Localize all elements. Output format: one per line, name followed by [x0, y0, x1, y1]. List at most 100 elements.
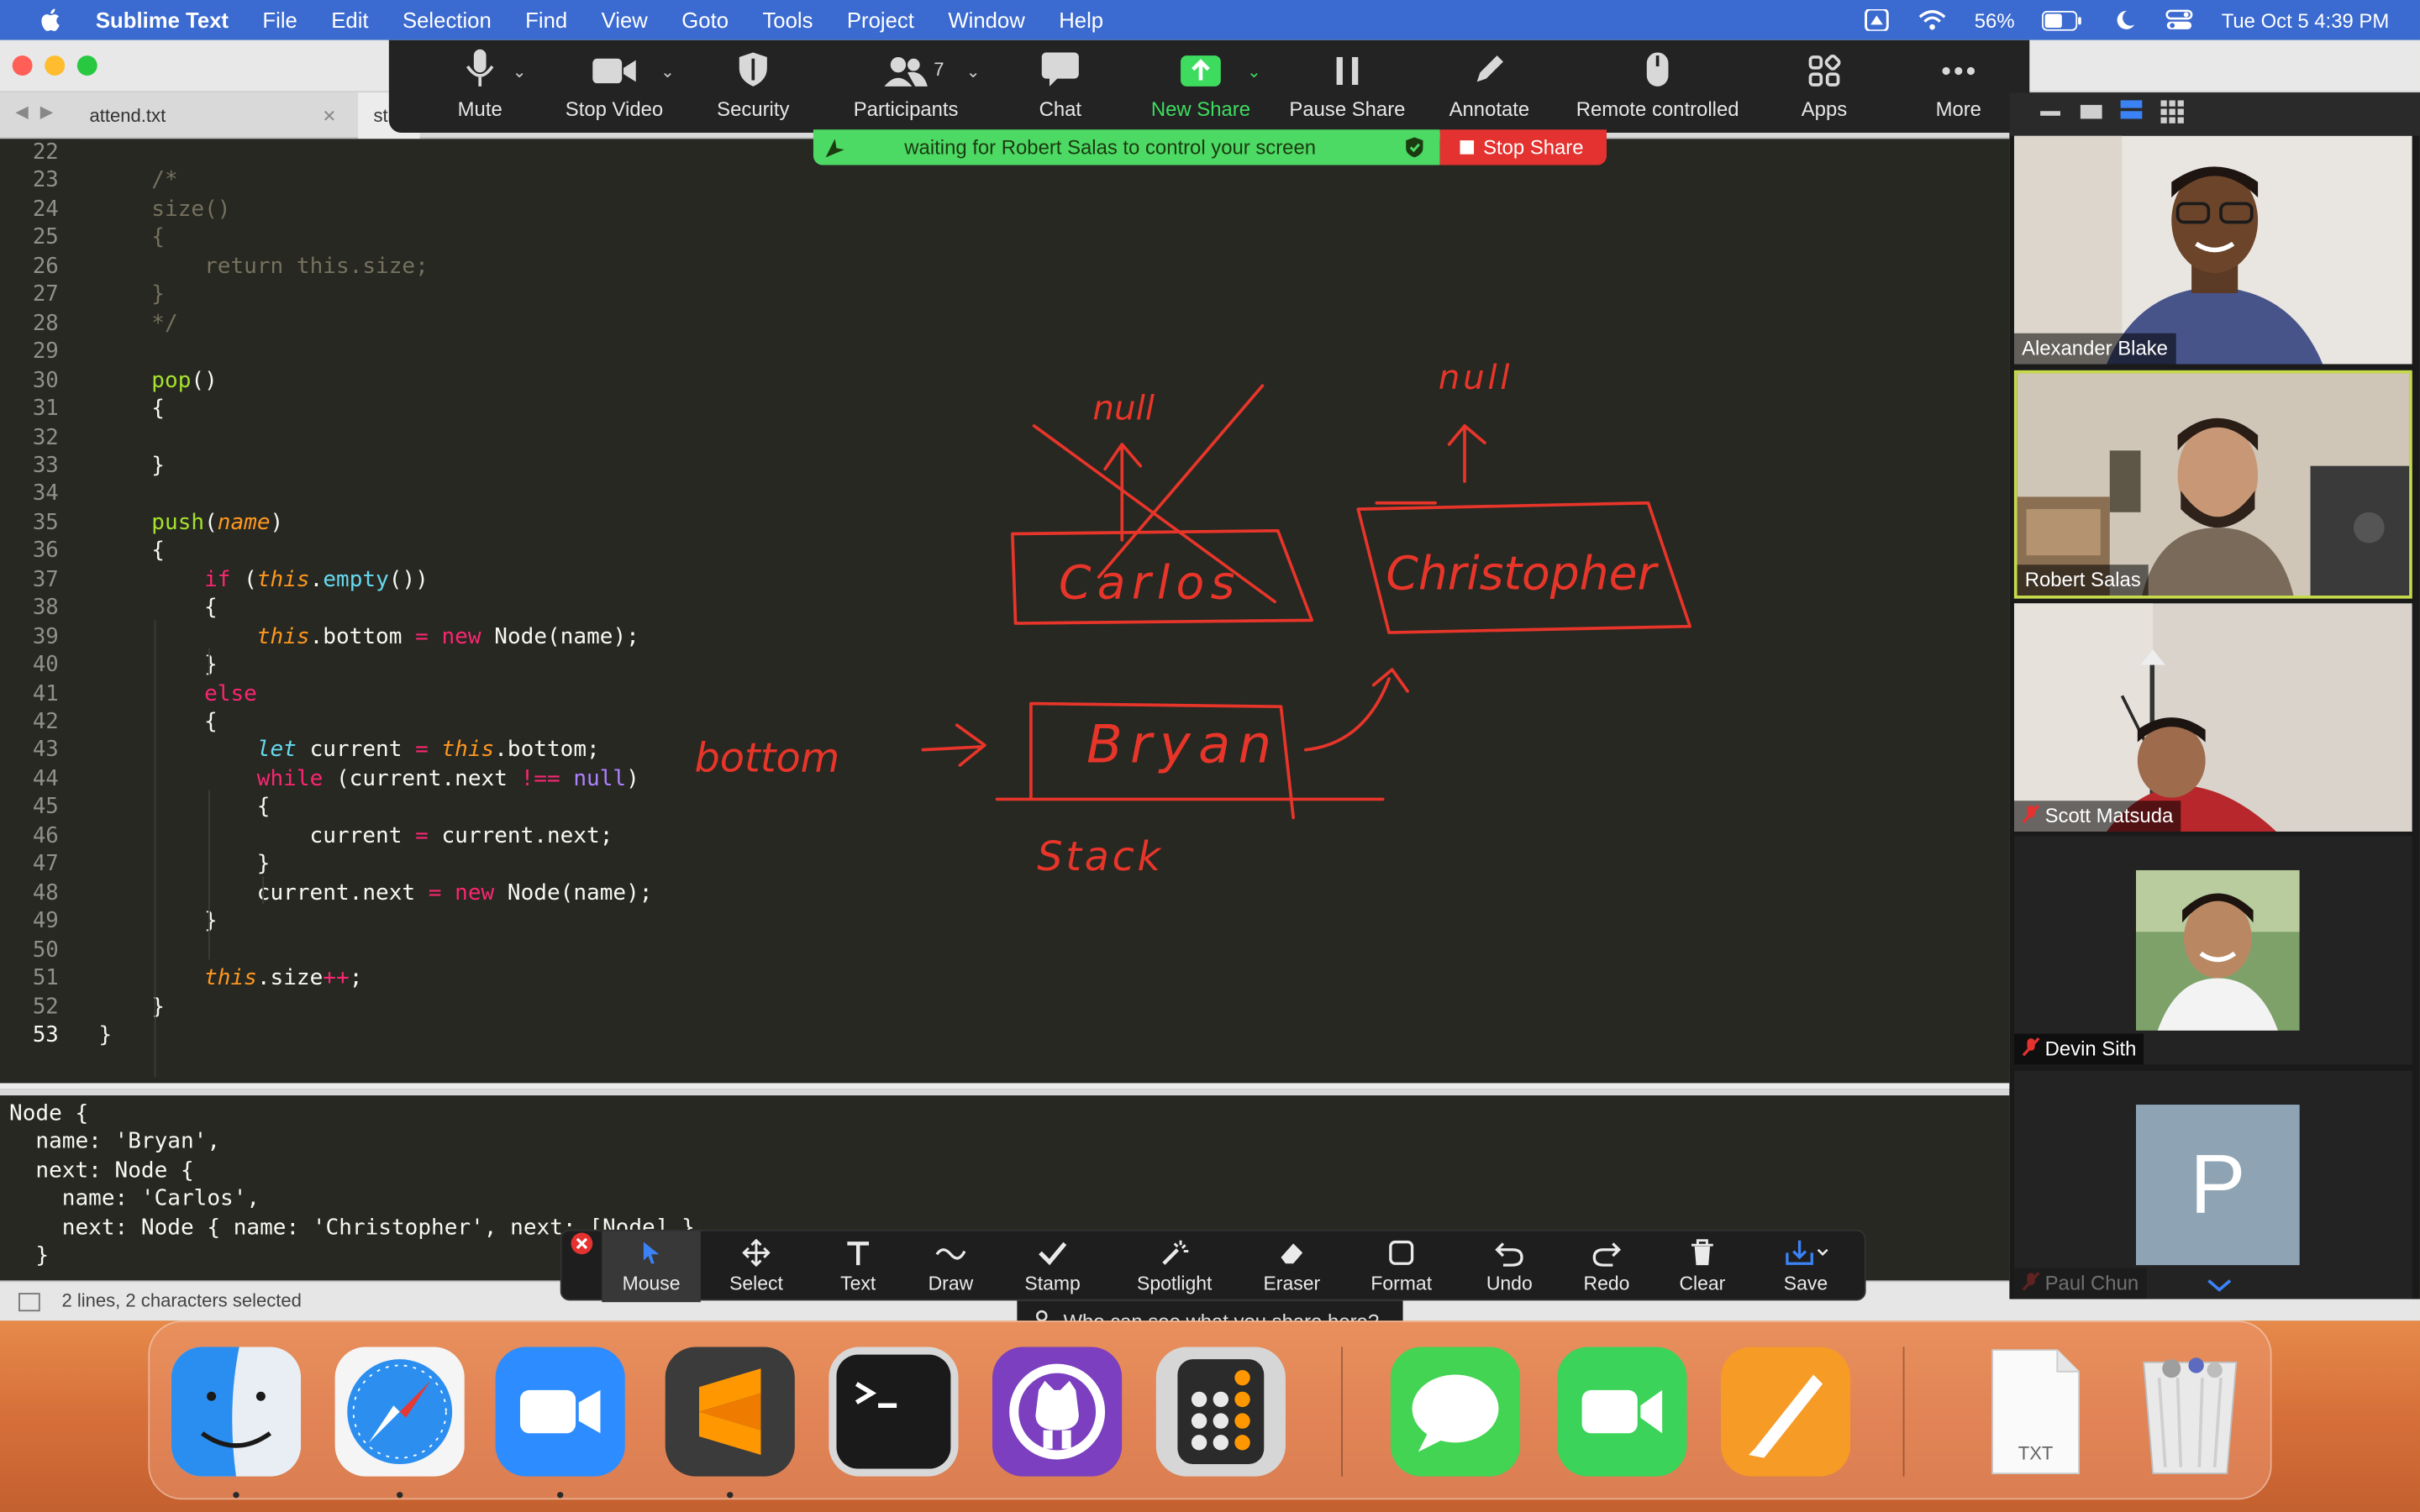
new-share-button[interactable]: New Share: [1145, 40, 1256, 133]
code-line[interactable]: {: [98, 795, 271, 820]
tool-format[interactable]: Format: [1361, 1231, 1442, 1302]
code-line[interactable]: /*: [151, 169, 178, 194]
menu-find[interactable]: Find: [525, 8, 568, 33]
mute-button[interactable]: Mute: [435, 40, 525, 133]
code-line[interactable]: {: [98, 709, 218, 735]
zoom-window-button[interactable]: [76, 55, 97, 76]
tool-mouse[interactable]: Mouse: [602, 1231, 701, 1303]
video-tile-robert-salas[interactable]: Robert Salas: [2013, 370, 2412, 599]
tab-close-icon[interactable]: ✕: [322, 107, 337, 126]
menu-tools[interactable]: Tools: [762, 8, 813, 33]
code-line[interactable]: }: [98, 909, 218, 934]
code-line[interactable]: */: [151, 311, 178, 336]
tab-scroll-right-icon[interactable]: ▶: [39, 103, 54, 123]
code-line[interactable]: size(): [151, 197, 231, 223]
code-line[interactable]: }: [98, 653, 218, 678]
pages-icon[interactable]: [1720, 1347, 1851, 1477]
gallery-view-icon[interactable]: [2160, 100, 2184, 123]
chevron-down-icon[interactable]: ⌄: [512, 63, 527, 82]
code-line[interactable]: current.next = new Node(name);: [256, 880, 653, 906]
menu-window[interactable]: Window: [948, 8, 1025, 33]
tool-undo[interactable]: Undo: [1476, 1231, 1544, 1302]
thumbnail-view-icon[interactable]: [2120, 100, 2143, 122]
minimize-video-icon[interactable]: [2040, 111, 2060, 116]
stop-video-button[interactable]: Stop Video: [555, 40, 673, 133]
battery-icon[interactable]: [2042, 9, 2083, 30]
more-button[interactable]: More: [1926, 40, 1991, 133]
remote-controlled-button[interactable]: Remote controlled: [1568, 40, 1747, 133]
terminal-icon[interactable]: [829, 1347, 959, 1477]
code-line[interactable]: {: [151, 225, 166, 251]
code-line[interactable]: }: [98, 852, 271, 877]
stop-share-button[interactable]: Stop Share: [1439, 129, 1607, 165]
menu-project[interactable]: Project: [846, 8, 914, 33]
code-line[interactable]: pop(): [151, 368, 218, 393]
menu-file[interactable]: File: [262, 8, 297, 33]
zoom-app-icon[interactable]: [495, 1347, 625, 1477]
chevron-down-icon[interactable]: [2206, 1278, 2233, 1293]
tab-attend-txt[interactable]: attend.txt ✕: [68, 92, 355, 139]
control-center-icon[interactable]: [2166, 9, 2194, 31]
close-window-button[interactable]: [12, 55, 33, 76]
tool-stamp[interactable]: Stamp: [1013, 1231, 1093, 1302]
code-line[interactable]: return this.size;: [204, 254, 429, 280]
code-line[interactable]: {: [98, 396, 166, 422]
pause-share-button[interactable]: Pause Share: [1284, 40, 1411, 133]
wifi-icon[interactable]: [1919, 9, 1947, 31]
tab-scroll-left-icon[interactable]: ◀: [15, 103, 29, 123]
safari-icon[interactable]: [334, 1347, 465, 1477]
participants-button[interactable]: Participants: [846, 40, 966, 133]
code-line[interactable]: {: [98, 596, 218, 621]
code-line[interactable]: {: [98, 538, 166, 564]
code-line[interactable]: }: [98, 453, 166, 479]
sublime-text-app-icon[interactable]: [665, 1347, 795, 1477]
messages-icon[interactable]: [1390, 1347, 1521, 1477]
code-line[interactable]: this.size++;: [204, 965, 363, 991]
chevron-down-icon[interactable]: ⌄: [660, 63, 676, 82]
zoom-status-icon[interactable]: [1864, 9, 1891, 31]
menu-view[interactable]: View: [601, 8, 648, 33]
finder-icon[interactable]: [171, 1347, 302, 1477]
video-tile-scott-matsuda[interactable]: Scott Matsuda: [2013, 603, 2412, 832]
code-line[interactable]: else: [204, 680, 257, 706]
speaker-view-icon[interactable]: [2080, 104, 2102, 119]
code-line[interactable]: this.bottom = new Node(name);: [256, 624, 639, 649]
menu-goto[interactable]: Goto: [681, 8, 729, 33]
chevron-down-icon[interactable]: ⌄: [965, 63, 981, 82]
clock[interactable]: Tue Oct 5 4:39 PM: [2221, 8, 2390, 32]
code-line[interactable]: current = current.next;: [98, 823, 613, 848]
code-line[interactable]: while (current.next !== null): [256, 766, 639, 792]
chat-button[interactable]: Chat: [1022, 40, 1099, 133]
tool-save[interactable]: Save: [1760, 1231, 1852, 1302]
code-line[interactable]: push(name): [151, 510, 284, 536]
tool-select[interactable]: Select: [713, 1231, 800, 1302]
trash-icon[interactable]: [2125, 1347, 2254, 1476]
tool-spotlight[interactable]: Spotlight: [1123, 1231, 1225, 1302]
video-tile-alexander-blake[interactable]: Alexander Blake: [2013, 135, 2412, 365]
calculator-icon[interactable]: [1155, 1347, 1286, 1477]
menu-edit[interactable]: Edit: [331, 8, 369, 33]
app-name-menu[interactable]: Sublime Text: [95, 8, 229, 33]
apple-icon[interactable]: [37, 6, 65, 34]
do-not-disturb-icon[interactable]: [2110, 9, 2138, 31]
video-tile-paul-chun[interactable]: P Paul Chun: [2013, 1070, 2412, 1299]
facetime-icon[interactable]: [1557, 1347, 1687, 1477]
annotate-button[interactable]: Annotate: [1441, 40, 1537, 133]
tool-text[interactable]: Text: [821, 1231, 895, 1302]
close-annotation-icon[interactable]: [570, 1231, 594, 1256]
panel-toggle-icon[interactable]: [18, 1293, 40, 1312]
tool-eraser[interactable]: Eraser: [1253, 1231, 1330, 1302]
security-button[interactable]: Security: [707, 40, 799, 133]
tool-clear[interactable]: Clear: [1670, 1231, 1734, 1302]
code-line[interactable]: let current = this.bottom;: [256, 738, 600, 764]
code-line[interactable]: if (this.empty()): [204, 567, 429, 592]
tool-redo[interactable]: Redo: [1574, 1231, 1639, 1302]
github-desktop-icon[interactable]: [992, 1347, 1123, 1477]
video-tile-devin-sith[interactable]: Devin Sith: [2013, 836, 2412, 1065]
txt-file-icon[interactable]: TXT: [1970, 1347, 2100, 1476]
chevron-down-icon[interactable]: ⌄: [1247, 63, 1261, 82]
tool-draw[interactable]: Draw: [913, 1231, 987, 1302]
code-line[interactable]: }: [151, 282, 166, 307]
code-line[interactable]: }: [98, 1022, 113, 1048]
